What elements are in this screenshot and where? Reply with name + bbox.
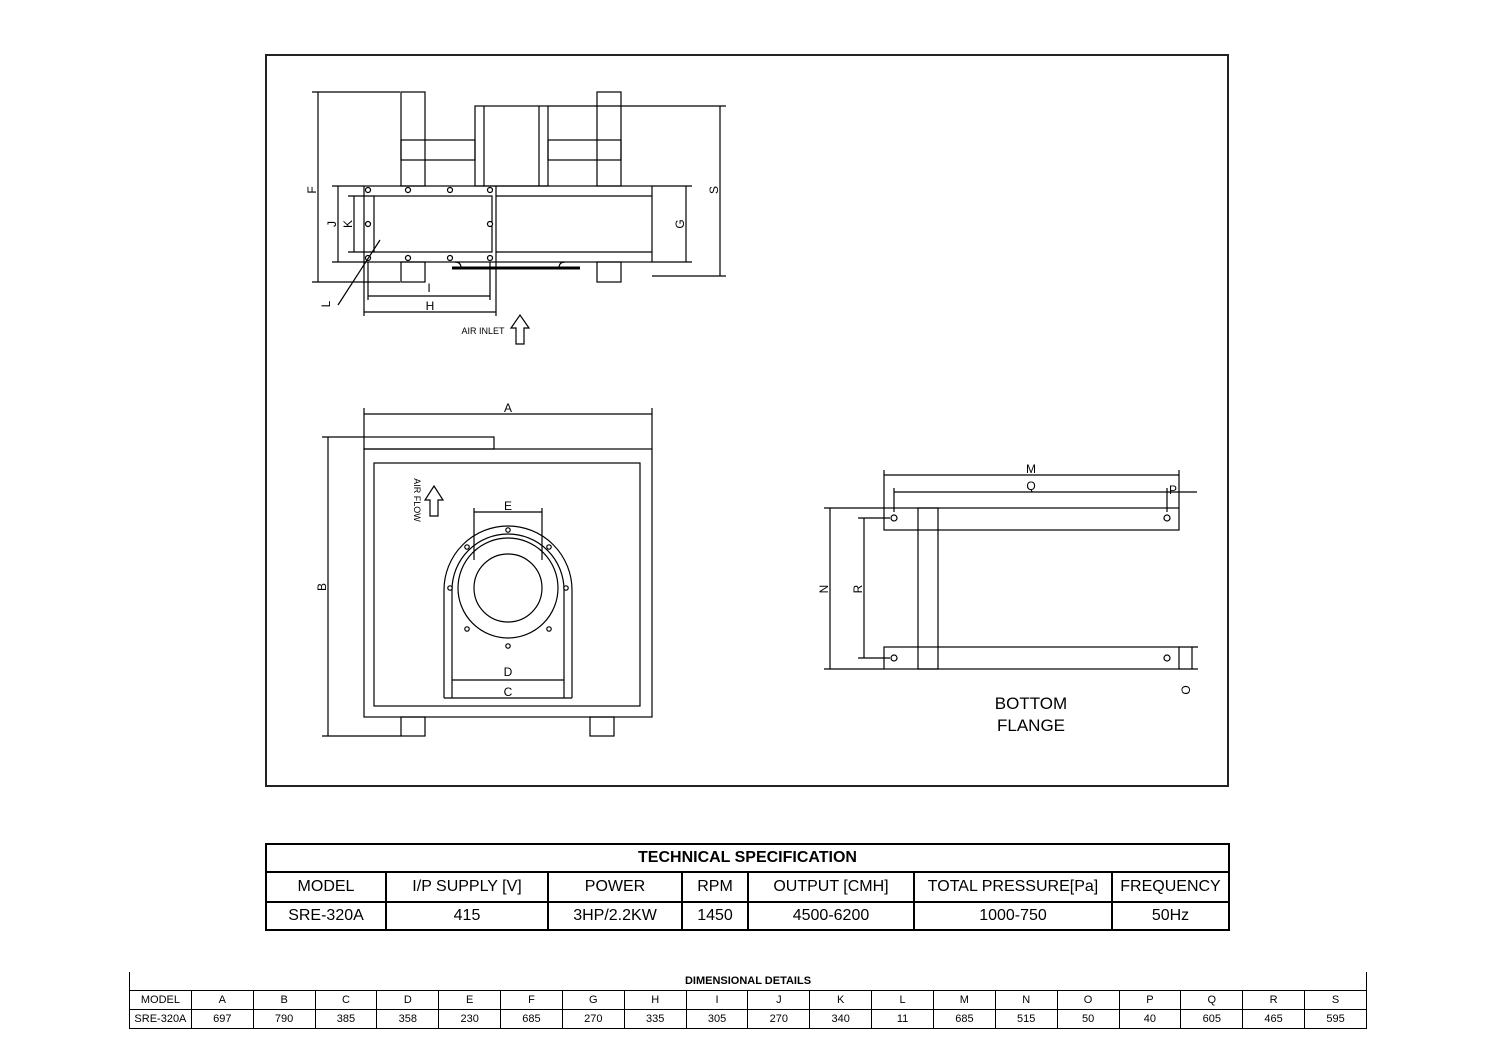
- dim-label-d: D: [504, 665, 513, 679]
- dim-label-m: M: [1026, 462, 1036, 476]
- bottom-flange-title-line1: BOTTOM: [995, 694, 1067, 713]
- dims-cell: 685: [932, 1009, 996, 1029]
- dims-header: Q: [1180, 990, 1244, 1010]
- dims-header: E: [438, 990, 502, 1010]
- dim-label-g: G: [673, 219, 687, 228]
- dim-label-i: I: [427, 281, 430, 295]
- spec-header: OUTPUT [CMH]: [747, 871, 915, 903]
- dims-header: J: [747, 990, 811, 1010]
- spec-cell: 1450: [681, 901, 749, 931]
- spec-header: FREQUENCY: [1111, 871, 1230, 903]
- dims-header: N: [994, 990, 1058, 1010]
- drawing-frame: [265, 54, 1229, 787]
- top-view: [312, 91, 726, 345]
- spec-header: RPM: [681, 871, 749, 903]
- dims-cell: 595: [1304, 1009, 1367, 1029]
- spec-header: MODEL: [265, 871, 387, 903]
- dim-label-e: E: [504, 499, 512, 513]
- dims-cell: 385: [314, 1009, 378, 1029]
- dim-label-a: A: [504, 401, 512, 415]
- dims-cell: 270: [561, 1009, 625, 1029]
- dim-label-n: N: [817, 585, 831, 594]
- dims-header: R: [1242, 990, 1306, 1010]
- dims-header: C: [314, 990, 378, 1010]
- dim-label-r: R: [851, 584, 865, 593]
- dims-header: K: [809, 990, 873, 1010]
- spec-cell: 4500-6200: [747, 901, 915, 931]
- dims-title: DIMENSIONAL DETAILS: [129, 972, 1367, 991]
- dim-label-h: H: [426, 299, 435, 313]
- dims-header: H: [623, 990, 687, 1010]
- technical-specification-table: TECHNICAL SPECIFICATION MODEL I/P SUPPLY…: [265, 843, 1230, 931]
- dims-cell: 340: [809, 1009, 873, 1029]
- dims-cell: 50: [1056, 1009, 1120, 1029]
- dims-cell: 335: [623, 1009, 687, 1029]
- dims-header: G: [561, 990, 625, 1010]
- dims-cell: 465: [1242, 1009, 1306, 1029]
- bottom-flange-view: [824, 470, 1198, 670]
- dims-cell: SRE-320A: [129, 1009, 192, 1029]
- dim-label-s: S: [707, 186, 721, 194]
- dims-cell: 358: [376, 1009, 440, 1029]
- dims-header: I: [685, 990, 749, 1010]
- spec-header: I/P SUPPLY [V]: [385, 871, 549, 903]
- dims-cell: 230: [438, 1009, 502, 1029]
- bottom-flange-title-line2: FLANGE: [997, 716, 1065, 735]
- dims-header: O: [1056, 990, 1120, 1010]
- dims-header: A: [190, 990, 254, 1010]
- spec-cell: 3HP/2.2KW: [547, 901, 683, 931]
- dims-cell: 40: [1118, 1009, 1182, 1029]
- spec-cell: 1000-750: [913, 901, 1113, 931]
- spec-header: TOTAL PRESSURE[Pa]: [913, 871, 1113, 903]
- spec-header-row: MODEL I/P SUPPLY [V] POWER RPM OUTPUT [C…: [265, 871, 1230, 903]
- air-inlet-label: AIR INLET: [461, 326, 505, 336]
- dims-cell: 605: [1180, 1009, 1244, 1029]
- dims-header: L: [871, 990, 934, 1010]
- spec-header: POWER: [547, 871, 683, 903]
- dim-label-k: K: [341, 220, 355, 228]
- dims-cell: 685: [500, 1009, 563, 1029]
- dims-cell: 697: [190, 1009, 254, 1029]
- dims-header: M: [932, 990, 996, 1010]
- dims-cell: 270: [747, 1009, 811, 1029]
- dims-header: S: [1304, 990, 1367, 1010]
- dims-header: P: [1118, 990, 1182, 1010]
- dims-cell: 11: [871, 1009, 934, 1029]
- dim-label-f: F: [305, 186, 319, 193]
- front-view: [322, 408, 653, 737]
- dim-label-l: L: [319, 300, 333, 307]
- dims-header: MODEL: [129, 990, 192, 1010]
- dims-cell: 515: [994, 1009, 1058, 1029]
- dim-label-c: C: [504, 685, 513, 699]
- dims-header: D: [376, 990, 440, 1010]
- dims-cell: 790: [252, 1009, 316, 1029]
- dims-header: F: [500, 990, 563, 1010]
- dim-label-b: B: [315, 583, 329, 591]
- spec-title: TECHNICAL SPECIFICATION: [265, 843, 1230, 873]
- spec-row: SRE-320A 415 3HP/2.2KW 1450 4500-6200 10…: [265, 901, 1230, 931]
- dim-label-p: P: [1169, 483, 1177, 497]
- dim-label-q: Q: [1026, 479, 1035, 493]
- spec-cell: SRE-320A: [265, 901, 387, 931]
- dims-cell: 305: [685, 1009, 749, 1029]
- dims-header: B: [252, 990, 316, 1010]
- spec-cell: 415: [385, 901, 549, 931]
- dim-label-j: J: [325, 221, 339, 227]
- air-flow-label: AIR FLOW: [412, 478, 422, 522]
- spec-cell: 50Hz: [1111, 901, 1230, 931]
- dim-label-o: O: [1179, 685, 1193, 694]
